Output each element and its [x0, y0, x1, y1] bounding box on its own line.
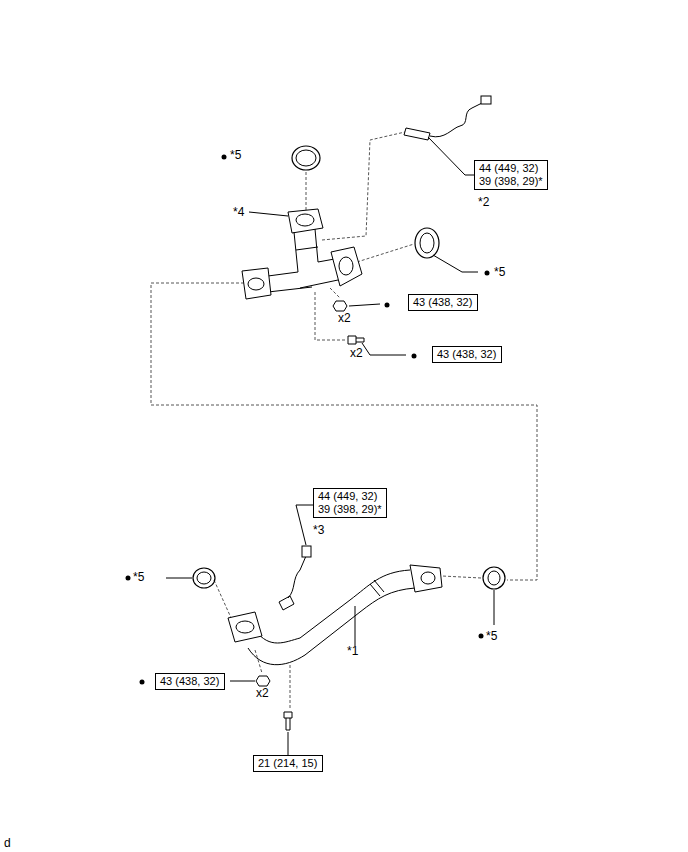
callout-label: *5	[230, 148, 241, 162]
torque-spec-box: 43 (438, 32)	[432, 346, 502, 363]
callout-label: *1	[347, 644, 358, 658]
torque-value: 39 (398, 29)*	[479, 175, 543, 188]
torque-value: 43 (438, 32)	[413, 296, 473, 309]
torque-value: 44 (449, 32)	[318, 490, 382, 503]
callout-label: x2	[256, 686, 269, 700]
bullet-mark	[126, 155, 490, 685]
assembly-line	[151, 132, 537, 710]
torque-value: 43 (438, 32)	[160, 675, 220, 688]
torque-spec-box: 44 (449, 32)39 (398, 29)*	[474, 160, 548, 190]
torque-spec-box: 43 (438, 32)	[155, 673, 225, 690]
callout-label: x2	[350, 346, 363, 360]
torque-spec-box: 44 (449, 32)39 (398, 29)*	[313, 488, 387, 518]
callout-label: *4	[233, 205, 244, 219]
callout-label: x2	[338, 311, 351, 325]
torque-spec-box: 43 (438, 32)	[408, 294, 478, 311]
torque-spec-box: 21 (214, 15)	[253, 755, 323, 772]
torque-value: 39 (398, 29)*	[318, 503, 382, 516]
torque-value: 44 (449, 32)	[479, 162, 543, 175]
callout-label: *5	[494, 265, 505, 279]
callout-label: *5	[133, 570, 144, 584]
callout-label: d	[4, 836, 11, 850]
callout-label: *3	[313, 523, 324, 537]
callout-label: *2	[478, 195, 489, 209]
torque-value: 43 (438, 32)	[437, 348, 497, 361]
callout-label: *5	[486, 629, 497, 643]
torque-value: 21 (214, 15)	[258, 757, 318, 770]
